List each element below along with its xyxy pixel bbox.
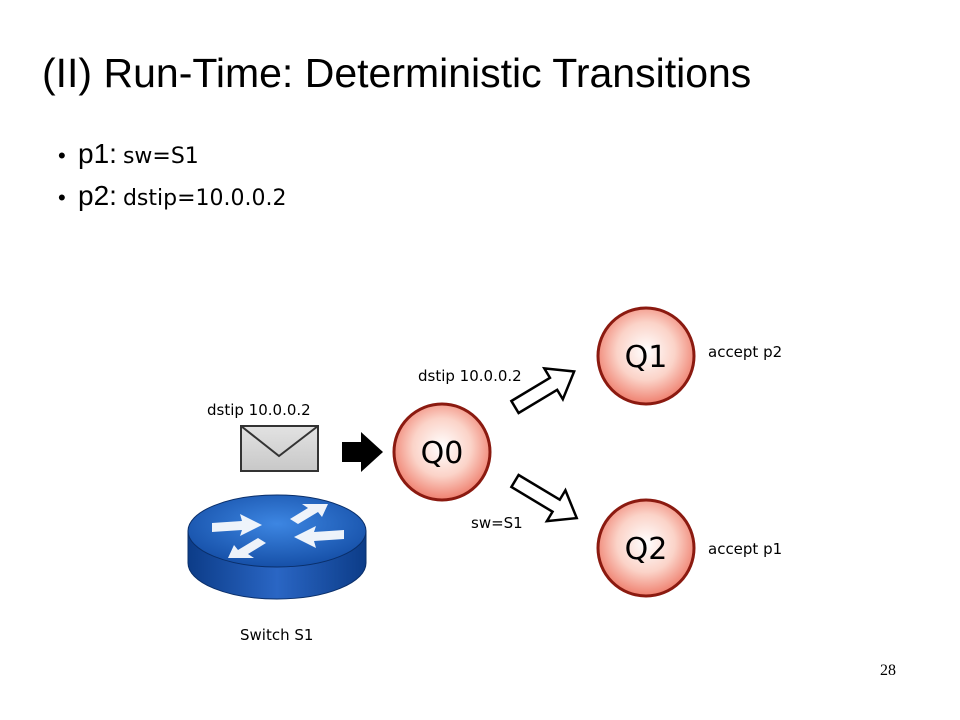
transition-arrow-q0-q2 [509, 473, 579, 523]
page-number: 28 [880, 662, 896, 679]
state-q1-label: Q1 [625, 340, 668, 375]
state-q2-label: Q2 [625, 532, 668, 567]
state-q1-annotation: accept p2 [708, 343, 782, 361]
bullet-list: • p1: sw=S1 • p2: dstip=10.0.0.2 [58, 138, 286, 222]
bullet-key: p2: [78, 180, 117, 211]
envelope-icon [240, 425, 319, 472]
transition-label-q0-q2: sw=S1 [471, 514, 523, 532]
state-q0-label: Q0 [421, 436, 464, 471]
packet-label: dstip 10.0.0.2 [207, 401, 311, 419]
switch-label: Switch S1 [240, 626, 313, 644]
bullet-dot: • [58, 185, 66, 210]
state-q2: Q2 [596, 498, 696, 598]
state-q1: Q1 [596, 306, 696, 406]
transition-arrow-q0-q1 [509, 366, 576, 415]
state-q0: Q0 [392, 402, 492, 502]
state-q2-annotation: accept p1 [708, 540, 782, 558]
bullet-item-p2: • p2: dstip=10.0.0.2 [58, 180, 286, 222]
bullet-value: dstip=10.0.0.2 [122, 186, 287, 211]
input-arrow-icon [342, 432, 383, 472]
bullet-value: sw=S1 [122, 144, 199, 169]
transition-label-q0-q1: dstip 10.0.0.2 [418, 367, 522, 385]
router-icon [187, 494, 367, 600]
bullet-dot: • [58, 143, 66, 168]
bullet-item-p1: • p1: sw=S1 [58, 138, 286, 180]
bullet-key: p1: [78, 138, 117, 169]
slide-title: (II) Run-Time: Deterministic Transitions [42, 50, 752, 96]
